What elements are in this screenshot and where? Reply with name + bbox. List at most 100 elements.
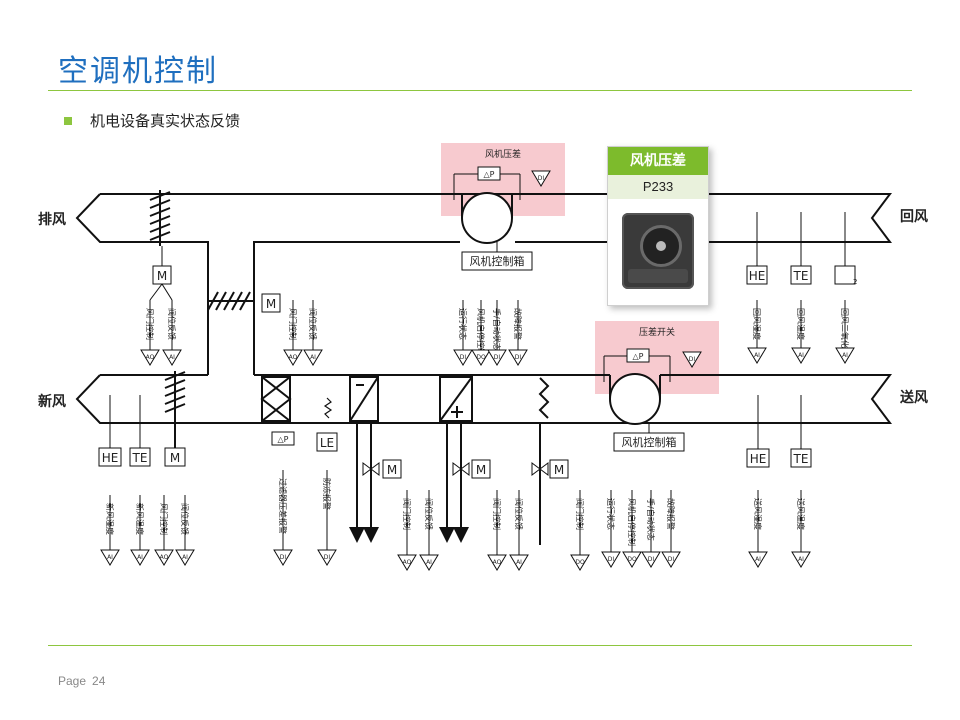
callout-heading: 风机压差 — [608, 147, 708, 175]
fresh-humidity-sensor-label: HE — [102, 451, 119, 465]
fan-bottom — [609, 373, 661, 425]
exhaust-damper-signal-1-terminal-label: AO — [146, 354, 155, 361]
filter-signal: 过滤器压差报警 — [278, 478, 288, 534]
duct-labels: 排风 回风 新风 送风 — [38, 209, 928, 410]
pressure-switch-photo-icon — [622, 213, 694, 289]
antifreeze-signal: 防冻报警 — [322, 478, 332, 510]
return-sensor-signal-3-terminal — [835, 347, 855, 364]
heat-valve-signal-2: 阀位反馈 — [514, 498, 524, 530]
mix-damper-signal-1-terminal — [283, 349, 303, 366]
supply-signal-2-terminal — [791, 551, 811, 568]
exhaust-damper-actuator-label: M — [157, 269, 167, 283]
switch-dp-terminal — [682, 351, 702, 368]
filter-dp-sensor-label: △P — [278, 435, 289, 444]
fresh-signal-3-terminal — [154, 549, 174, 566]
fresh-signal-3-terminal-label: AO — [160, 554, 169, 561]
fresh-signal-4-terminal — [175, 549, 195, 566]
humid-valve-signal: 阀门控制 — [575, 498, 585, 530]
heating-valve-actuator-label: M — [476, 463, 486, 477]
page-title: 空调机控制 — [58, 54, 218, 89]
fan-bottom-signal-2-terminal — [622, 551, 642, 568]
heat-valve-signal-1-terminal-label: AO — [493, 559, 502, 566]
fan-bottom-signal-3-terminal — [641, 551, 661, 568]
fan-bottom-signal-3-terminal-label: DI — [648, 556, 655, 563]
damper-hatches — [149, 190, 254, 452]
return-sensor-signal-2-terminal — [791, 347, 811, 364]
water-pipes — [349, 423, 541, 545]
cool-valve-signal-1-terminal — [397, 554, 417, 571]
return-sensor-signal-1: 回风湿度 — [752, 308, 762, 340]
fan-bottom-signal-1: 运行状态 — [606, 498, 616, 530]
lower-duct — [75, 374, 892, 424]
fan-top-signal-3: 手/自动状态 — [492, 308, 502, 351]
fan-dp-terminal-label: DI — [538, 175, 545, 182]
fan-top — [461, 192, 513, 244]
humidifier — [538, 377, 550, 419]
callout-model: P233 — [608, 175, 708, 199]
supply-signal-2: 送风温度 — [796, 498, 806, 530]
humidifier-valve-actuator-label: M — [554, 463, 564, 477]
fan-top-signal-4-terminal-label: DI — [515, 354, 522, 361]
fan-bottom-signal-4: 故障报警 — [666, 498, 676, 530]
fan-dp-terminal — [531, 170, 551, 187]
switch-dp-terminal-label: DI — [689, 356, 696, 363]
filter-box — [260, 376, 292, 422]
fan-bottom-signal-1-terminal — [601, 551, 621, 568]
cool-valve-signal-1-terminal-label: AO — [403, 559, 412, 566]
heating-coil — [439, 376, 473, 422]
bullet-marker — [64, 117, 72, 125]
fresh-damper-actuator-label: M — [170, 451, 180, 465]
fresh-signal-2: 新风温度 — [135, 503, 145, 535]
fan-top-signal-1-terminal-label: DI — [460, 354, 467, 361]
humid-valve-signal-terminal-label: DO — [575, 559, 585, 566]
exhaust-damper-signal-1-terminal — [140, 349, 160, 366]
fresh-signal-2-terminal — [130, 549, 150, 566]
fresh-signal-4: 阀位反馈 — [180, 503, 190, 535]
return-temp-sensor-label: TE — [793, 269, 809, 283]
heat-valve-signal-2-terminal-label: AI — [516, 559, 522, 566]
return-label: 回风 — [900, 209, 928, 225]
fan-bottom-signal-4-terminal — [661, 551, 681, 568]
filter-signal-terminal — [273, 549, 293, 566]
mix-damper-signal-1-terminal-label: AO — [289, 354, 298, 361]
exhaust-damper-signal-2: 阀位反馈 — [167, 308, 177, 340]
cooling-valve — [362, 462, 380, 476]
mix-damper-actuator — [261, 293, 281, 313]
return-sensor-signal-2: 回风温度 — [796, 308, 806, 340]
fresh-signal-1-terminal-label: AI — [107, 554, 113, 561]
heat-valve-signal-2-terminal — [509, 554, 529, 571]
humidifier-valve — [531, 462, 549, 476]
fresh-label: 新风 — [38, 393, 66, 410]
cooling-valve-actuator-label: M — [387, 463, 397, 477]
supply-temp-sensor-label: TE — [793, 452, 809, 466]
heating-valve — [452, 462, 470, 476]
cool-valve-signal-2: 阀位反馈 — [424, 498, 434, 530]
supply-humidity-sensor-label: HE — [750, 452, 767, 466]
fan-bottom-signal-4-terminal-label: DI — [668, 556, 675, 563]
footer-divider — [48, 645, 912, 646]
fan-control-box-top-label: 风机控制箱 — [470, 254, 525, 268]
return-sensor-signal-1-terminal — [747, 347, 767, 364]
antifreeze-le-sensor — [316, 432, 338, 452]
cool-valve-signal-2-terminal-label: AI — [426, 559, 432, 566]
fan-top-signal-1-terminal — [453, 349, 473, 366]
fan-bottom-signal-3: 手/自动状态 — [646, 498, 656, 541]
subtitle: 机电设备真实状态反馈 — [90, 112, 241, 130]
fresh-signal-3: 风门控制 — [159, 503, 169, 535]
fan-bottom-signal-2-terminal-label: DO — [627, 556, 637, 563]
antifreeze-signal-terminal — [317, 549, 337, 566]
supply-signal-1-terminal — [748, 551, 768, 568]
antifreeze-le-sensor-label: LE — [320, 436, 334, 450]
mix-damper-signal-2-terminal — [303, 349, 323, 366]
page-number: 24 — [92, 674, 106, 688]
mix-damper-signal-2: 阀位反馈 — [308, 308, 318, 340]
fan-top-signal-2-terminal — [471, 349, 491, 366]
fresh-signal-4-terminal-label: AI — [182, 554, 188, 561]
fan-top-signal-4: 故障报警 — [513, 308, 523, 340]
fan-top-signal-3-terminal — [487, 349, 507, 366]
fan-bottom-signal-2: 风机启停控制 — [627, 498, 637, 546]
return-sensor-signal-1-terminal-label: AI — [754, 352, 760, 359]
mix-damper-signal-2-terminal-label: AI — [310, 354, 316, 361]
fan-top-signal-2: 风机启停控制 — [476, 308, 486, 356]
humidifier-valve-actuator — [549, 459, 569, 479]
